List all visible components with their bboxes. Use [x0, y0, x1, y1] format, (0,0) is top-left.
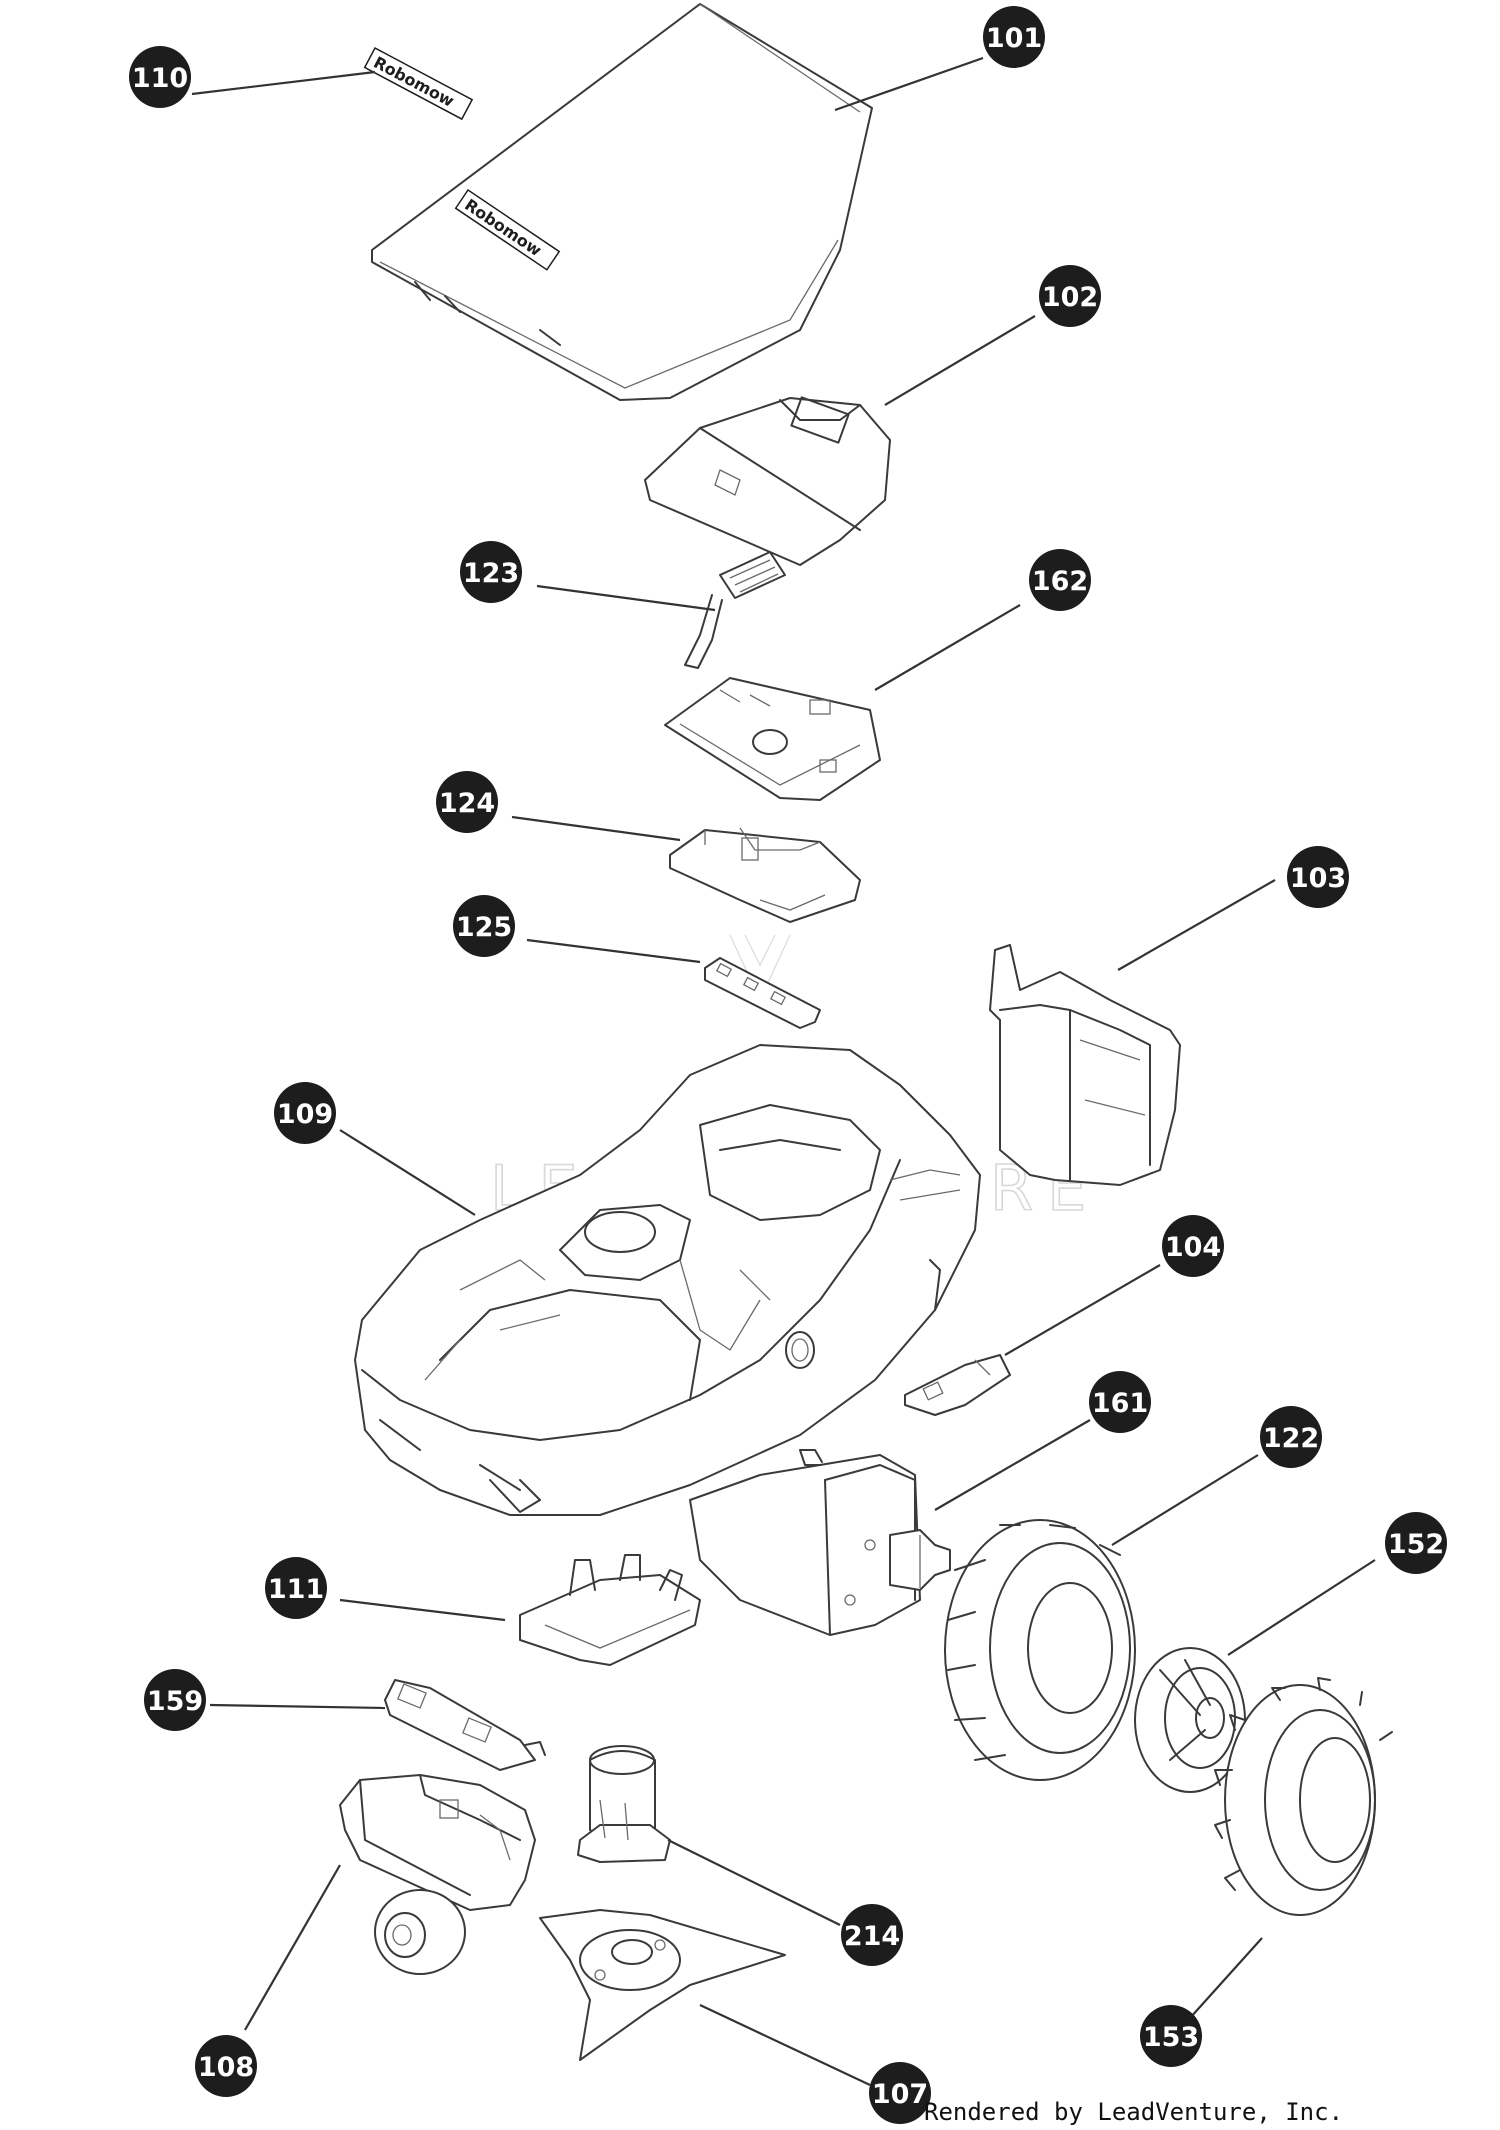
callout-108[interactable]: 108 — [195, 2035, 257, 2097]
leader-162 — [874, 604, 1021, 691]
leader-lines — [191, 56, 1376, 2086]
svg-text:107: 107 — [872, 2079, 928, 2110]
svg-text:161: 161 — [1092, 1388, 1148, 1419]
callout-159[interactable]: 159 — [144, 1669, 206, 1731]
leader-125 — [526, 938, 701, 964]
callout-123[interactable]: 123 — [460, 541, 522, 603]
callout-161[interactable]: 161 — [1089, 1371, 1151, 1433]
svg-text:214: 214 — [844, 1921, 900, 1952]
callout-107[interactable]: 107 — [869, 2062, 931, 2124]
part-108-front-caster-housing[interactable] — [339, 1774, 536, 1975]
part-107-cutting-blade[interactable] — [539, 1909, 786, 2061]
svg-text:110: 110 — [132, 63, 188, 94]
leader-153 — [1189, 1937, 1263, 2019]
part-152-hub-cap[interactable] — [1134, 1647, 1246, 1793]
leader-214 — [667, 1839, 841, 1926]
svg-text:104: 104 — [1165, 1232, 1221, 1263]
part-109-chassis[interactable] — [354, 1044, 981, 1516]
logo-text-decal: Robomow — [370, 53, 457, 111]
part-161-motor-gearbox[interactable] — [689, 1449, 951, 1636]
svg-text:124: 124 — [439, 788, 495, 819]
leader-102 — [884, 315, 1036, 406]
part-102-control-housing[interactable] — [644, 396, 891, 566]
callout-214[interactable]: 214 — [841, 1904, 903, 1966]
svg-text:162: 162 — [1032, 566, 1088, 597]
svg-text:109: 109 — [277, 1099, 333, 1130]
svg-text:101: 101 — [986, 23, 1042, 54]
render-credit: Rendered by LeadVenture, Inc. — [924, 2098, 1344, 2126]
svg-text:125: 125 — [456, 912, 512, 943]
part-125-switch-strip[interactable] — [704, 957, 821, 1029]
callout-101[interactable]: 101 — [983, 6, 1045, 68]
svg-text:152: 152 — [1388, 1529, 1444, 1560]
part-110-decal[interactable]: Robomow — [363, 46, 474, 121]
callout-102[interactable]: 102 — [1039, 265, 1101, 327]
callout-104[interactable]: 104 — [1162, 1215, 1224, 1277]
leader-122 — [1111, 1454, 1259, 1546]
part-103-battery-box[interactable] — [989, 944, 1181, 1186]
svg-text:123: 123 — [463, 558, 519, 589]
part-104-clip[interactable] — [904, 1354, 1011, 1416]
leader-107 — [699, 2004, 871, 2086]
callout-103[interactable]: 103 — [1287, 846, 1349, 908]
leader-161 — [934, 1419, 1091, 1511]
leader-111 — [339, 1598, 506, 1622]
callout-109[interactable]: 109 — [274, 1082, 336, 1144]
leader-104 — [1004, 1264, 1161, 1356]
part-124-bracket[interactable] — [669, 827, 861, 923]
leader-123 — [536, 584, 716, 612]
leader-124 — [511, 815, 681, 842]
callout-122[interactable]: 122 — [1260, 1406, 1322, 1468]
svg-text:102: 102 — [1042, 282, 1098, 313]
part-111-mount-bracket[interactable] — [519, 1554, 701, 1666]
part-101-top-cover[interactable] — [371, 3, 873, 401]
part-123-ribbon-cable[interactable] — [684, 551, 786, 669]
leader-108 — [244, 1864, 341, 2031]
callout-153[interactable]: 153 — [1140, 2005, 1202, 2067]
callout-111[interactable]: 111 — [265, 1557, 327, 1619]
svg-text:103: 103 — [1290, 863, 1346, 894]
callout-162[interactable]: 162 — [1029, 549, 1091, 611]
leader-110 — [191, 70, 376, 96]
part-159-sensor-board[interactable] — [384, 1679, 546, 1771]
svg-text:122: 122 — [1263, 1423, 1319, 1454]
leader-109 — [339, 1129, 476, 1216]
svg-text:159: 159 — [147, 1686, 203, 1717]
part-214-blade-motor[interactable] — [577, 1745, 671, 1863]
callout-125[interactable]: 125 — [453, 895, 515, 957]
svg-text:153: 153 — [1143, 2022, 1199, 2053]
part-122-wheel[interactable] — [944, 1519, 1136, 1781]
leader-103 — [1117, 879, 1276, 971]
leader-159 — [209, 1703, 386, 1710]
callout-152[interactable]: 152 — [1385, 1512, 1447, 1574]
part-153-tire[interactable] — [1214, 1677, 1393, 1916]
callout-110[interactable]: 110 — [129, 46, 191, 108]
leader-101 — [834, 56, 984, 112]
part-162-circuit-board[interactable] — [664, 677, 881, 801]
leader-152 — [1227, 1559, 1376, 1656]
svg-text:108: 108 — [198, 2052, 254, 2083]
svg-text:111: 111 — [268, 1574, 324, 1605]
callouts: 101 102 103 104 107 108 109 110 111 122 … — [129, 6, 1447, 2124]
callout-124[interactable]: 124 — [436, 771, 498, 833]
